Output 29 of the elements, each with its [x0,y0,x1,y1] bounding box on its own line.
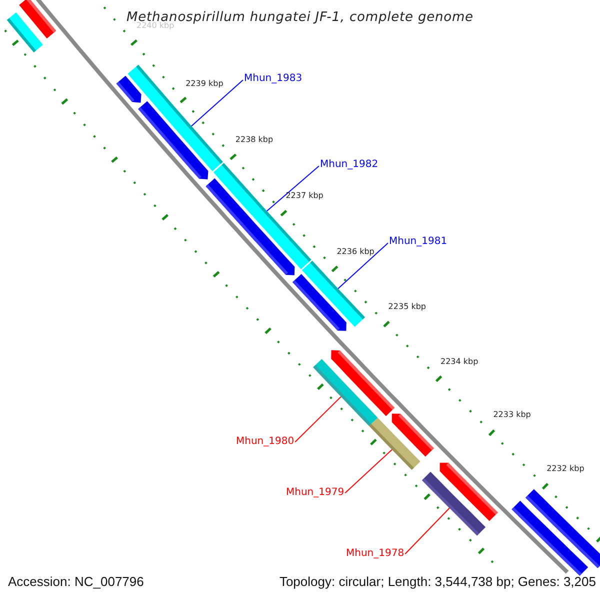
genome-info-text: Topology: circular; Length: 3,544,738 bp; Genes: 3,205 [279,575,596,588]
scale-label: 2239 kbp [186,80,224,88]
gene-label: Mhun_1983 [244,74,302,84]
gene-label: Mhun_1980 [236,437,294,447]
gene-bar [422,472,486,536]
gene-label: Mhun_1981 [389,237,448,247]
scale-label: 2234 kbp [440,358,478,366]
leader-line [266,166,320,212]
scale-label: 2238 kbp [235,136,274,144]
gene-label: Mhun_1978 [346,549,404,559]
gene-label: Mhun_1979 [286,488,344,498]
gene-bar [128,64,223,172]
scale-label: 2237 kbp [286,192,324,200]
leader-line [344,449,392,494]
gene-label: Mhun_1982 [320,160,378,170]
gene-bar [313,359,378,426]
leader-line [190,80,244,127]
scale-label: 2240 kbp [136,22,174,30]
accession-text: Accession: NC_007796 [8,575,144,588]
scale-label: 2233 kbp [493,411,531,420]
gene-bar [302,260,365,327]
leader-line [338,242,388,290]
leader-line [294,396,342,442]
scale-label: 2236 kbp [336,248,374,256]
title: Methanospirillum hungatei JF-1, complete genome [126,11,474,24]
scale-label: 2232 kbp [546,464,584,473]
gene-bar [369,418,420,470]
scale-label: 2235 kbp [388,303,426,311]
leader-line [404,508,450,554]
